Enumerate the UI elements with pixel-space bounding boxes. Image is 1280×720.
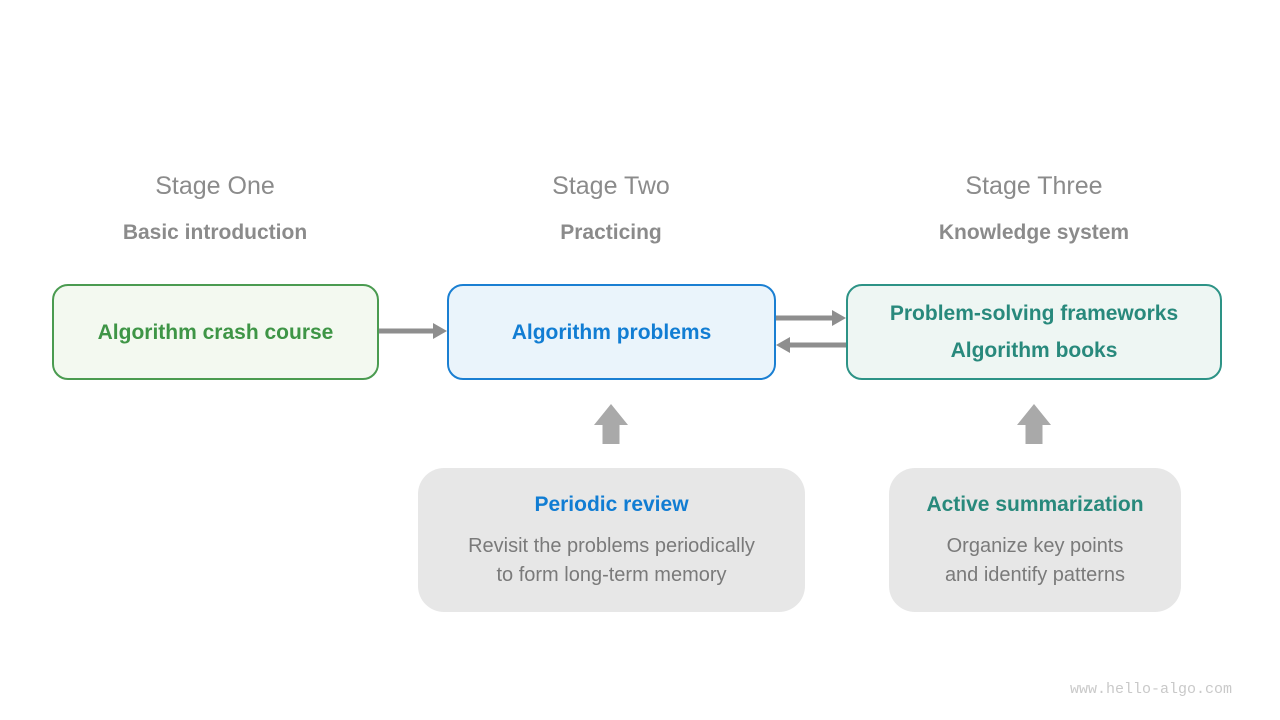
stage-one-title: Stage One: [155, 172, 275, 200]
stage-two-title: Stage Two: [552, 172, 670, 200]
box-knowledge-system-line-2: Algorithm books: [950, 339, 1118, 362]
box-algorithm-crash-course-label: Algorithm crash course: [97, 320, 334, 344]
note-periodic-review: Periodic review Revisit the problems per…: [418, 468, 805, 612]
note-periodic-review-body-line-2: to form long-term memory: [496, 564, 727, 586]
arrow-problems-to-frameworks: [776, 310, 846, 326]
box-algorithm-problems-label: Algorithm problems: [511, 320, 712, 344]
note-active-summarization-body: Organize key points and identify pattern…: [889, 532, 1181, 590]
note-periodic-review-title: Periodic review: [534, 493, 689, 516]
stage-one-subtitle: Basic introduction: [122, 221, 308, 244]
note-active-summarization-title: Active summarization: [926, 493, 1144, 516]
note-periodic-review-body: Revisit the problems periodically to for…: [418, 532, 805, 590]
note-active-summarization: Active summarization Organize key points…: [889, 468, 1181, 612]
up-arrow-active-summarization: [1017, 404, 1051, 444]
stage-three-title: Stage Three: [965, 172, 1103, 200]
box-knowledge-system-line-1: Problem-solving frameworks: [889, 302, 1179, 325]
up-arrow-periodic-review: [594, 404, 628, 444]
stage-two-subtitle: Practicing: [560, 221, 662, 244]
box-algorithm-problems: Algorithm problems: [447, 284, 776, 380]
arrow-crash-course-to-problems: [379, 323, 447, 339]
box-knowledge-system: Problem-solving frameworks Algorithm boo…: [846, 284, 1222, 380]
arrow-frameworks-to-problems: [776, 337, 846, 353]
watermark: www.hello-algo.com: [1069, 681, 1232, 698]
box-algorithm-crash-course: Algorithm crash course: [52, 284, 379, 380]
note-periodic-review-body-line-1: Revisit the problems periodically: [468, 535, 755, 557]
note-active-summarization-body-line-1: Organize key points: [946, 535, 1124, 557]
note-active-summarization-body-line-2: and identify patterns: [944, 564, 1126, 586]
stage-three-subtitle: Knowledge system: [938, 221, 1130, 244]
